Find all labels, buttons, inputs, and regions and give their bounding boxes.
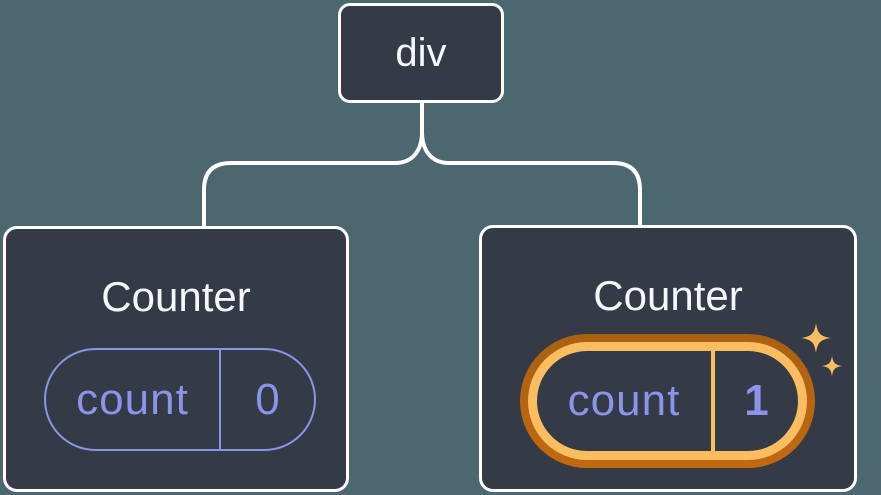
state-pill-highlight-ring: count 1	[520, 334, 815, 468]
root-node-card: div	[338, 3, 504, 103]
sparkle-star-small	[821, 355, 843, 377]
counter-title: Counter	[101, 273, 251, 320]
counter-card-left: Counter count 0	[3, 226, 349, 492]
state-pill-divider	[711, 351, 715, 451]
state-pill-highlighted: count 1	[537, 351, 798, 451]
state-key-label: count	[567, 376, 681, 425]
state-pill: count 0	[44, 348, 316, 451]
state-pill-divider	[219, 350, 221, 449]
sparkle-star-large	[801, 323, 831, 353]
counter-title: Counter	[593, 272, 743, 319]
connector-right-branch	[420, 98, 642, 232]
state-pill-highlight-ring-inner: count 1	[528, 342, 807, 460]
connector-left-branch	[202, 98, 424, 232]
root-node-label: div	[395, 31, 447, 75]
state-key-label: count	[76, 374, 189, 424]
sparkles-icon	[801, 323, 843, 377]
state-value: 1	[744, 376, 769, 425]
state-value: 0	[255, 374, 280, 424]
counter-card-right: Counter count 1	[479, 225, 857, 492]
